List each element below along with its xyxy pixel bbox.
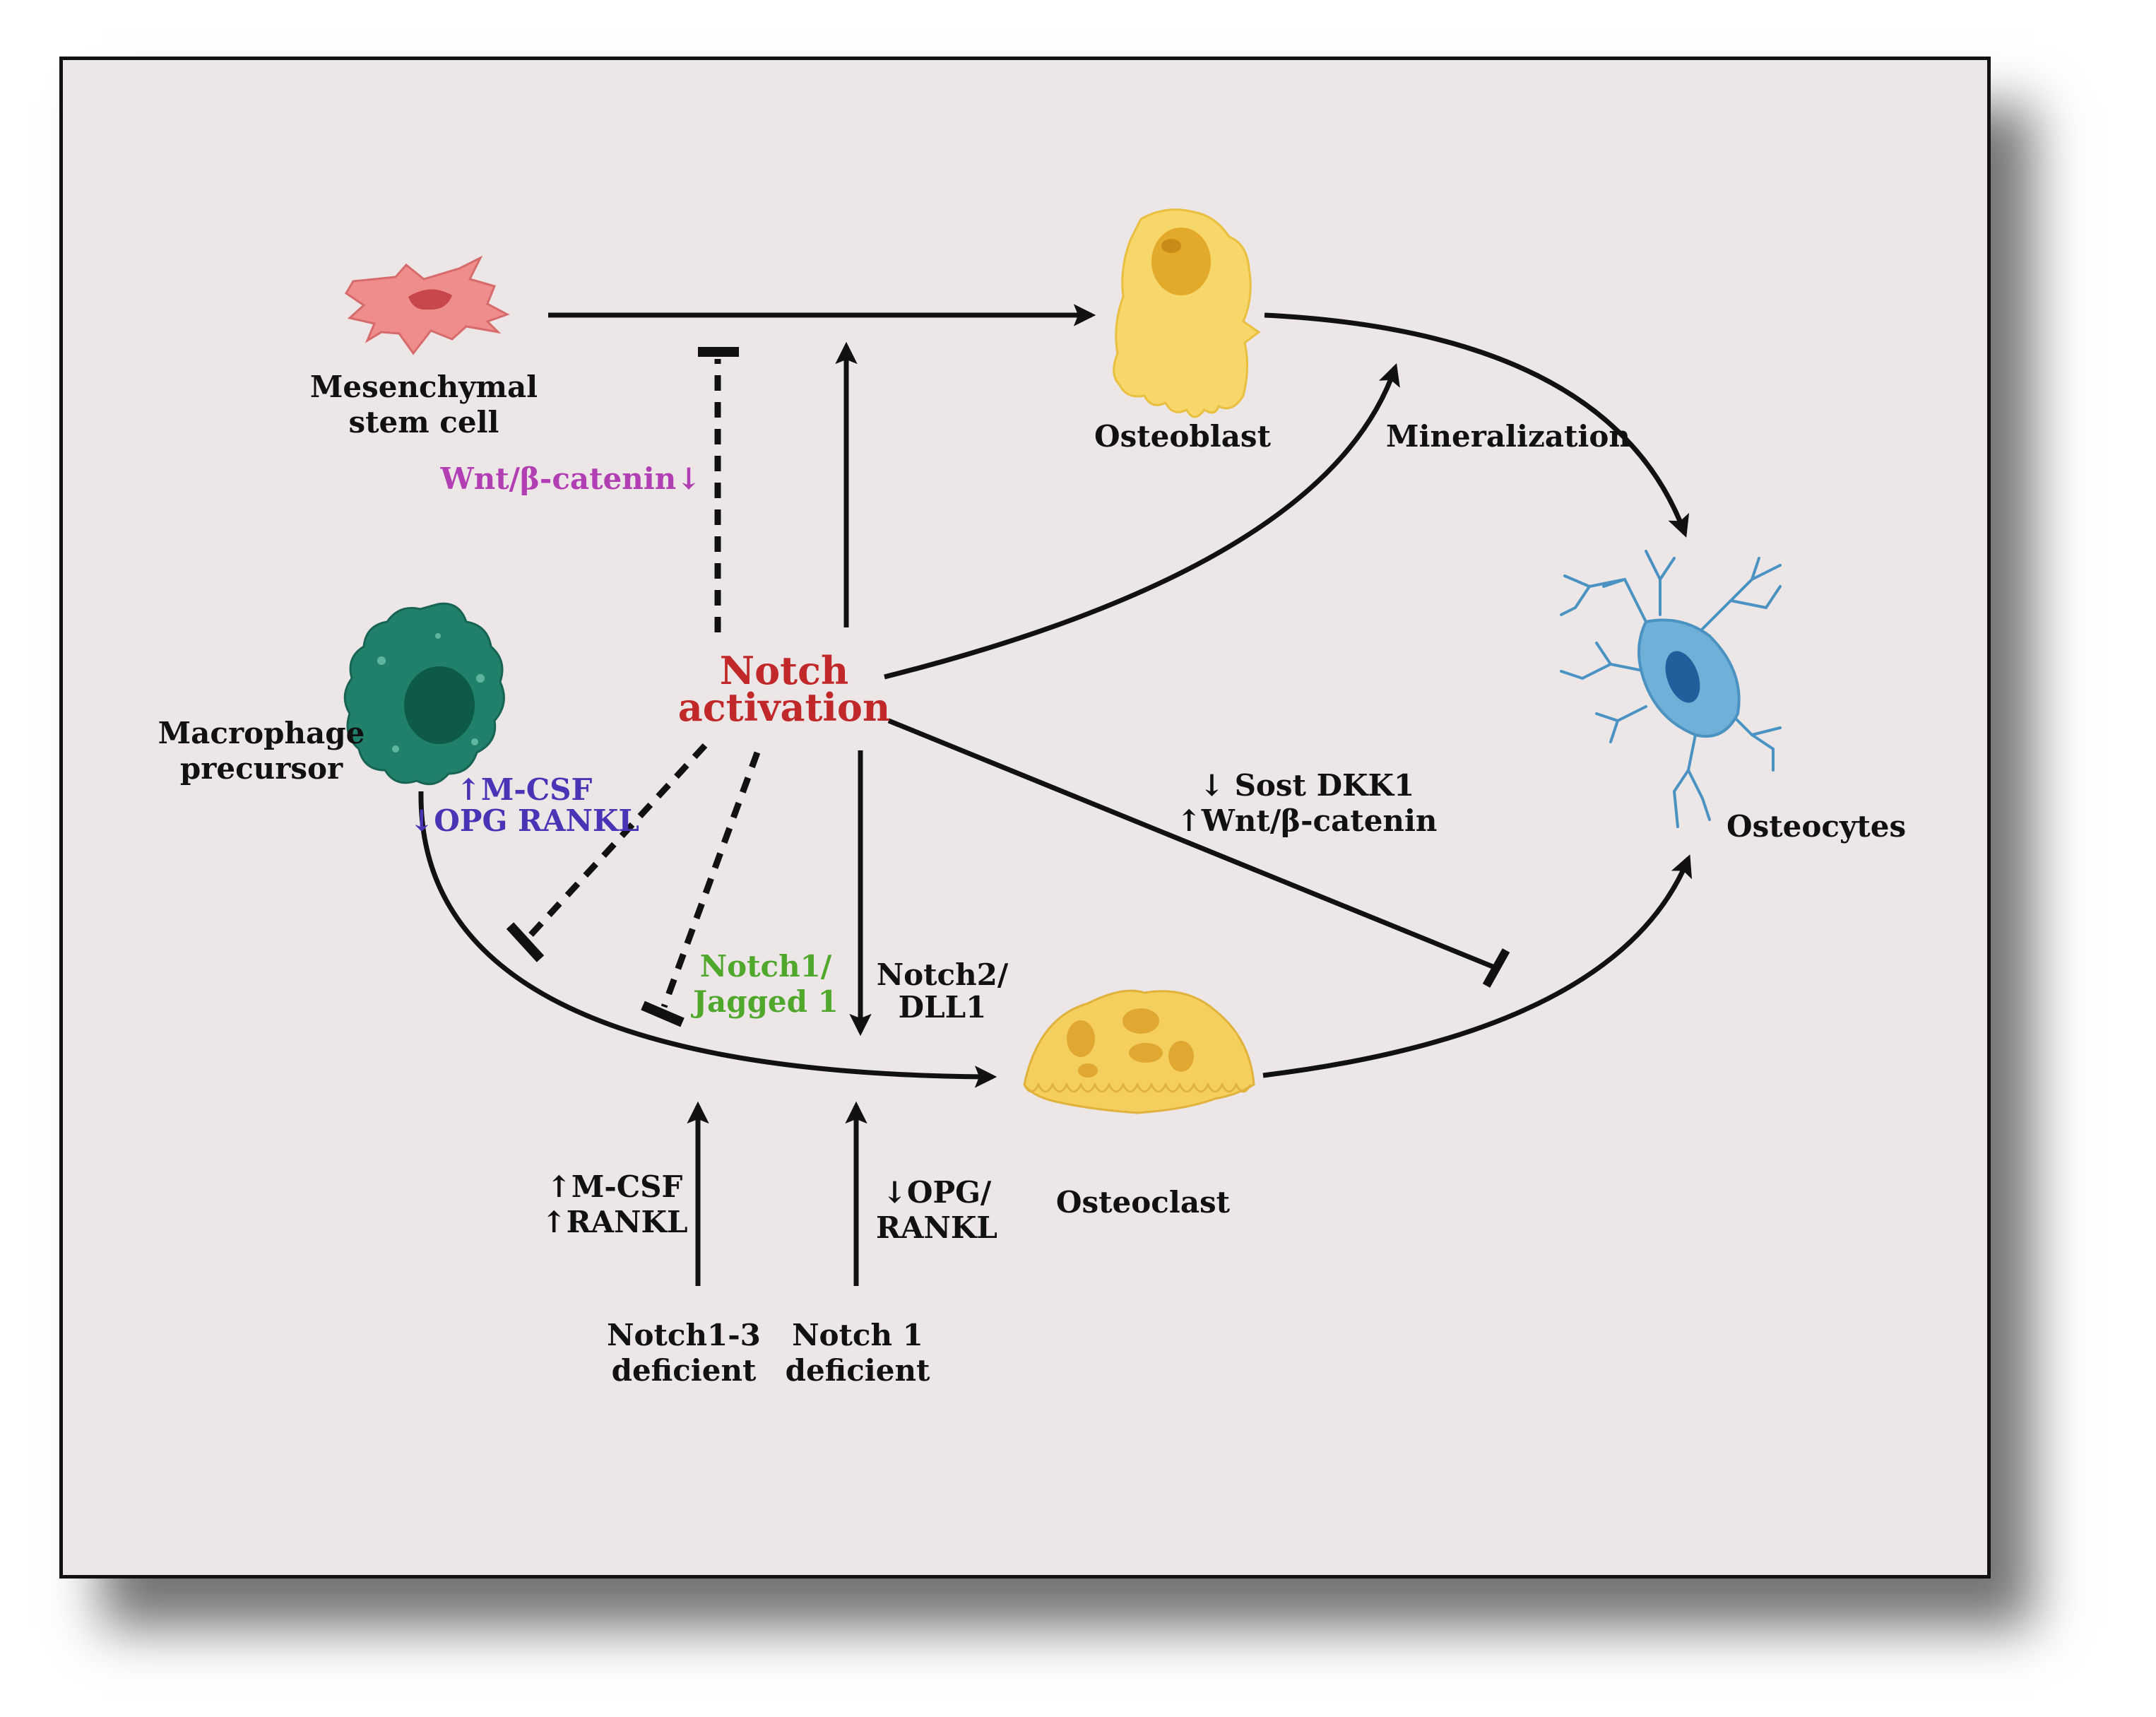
notch-jagged-inhibition-line xyxy=(661,751,761,1008)
mcsf-rankl-label-line2: ↑RANKL xyxy=(541,1205,687,1239)
opg-rankl-label-line2: RANKL xyxy=(876,1210,997,1245)
notch13-deficient-label-line1: Notch1-3 xyxy=(607,1318,761,1352)
notch-sost-inhibition-bar xyxy=(1482,948,1510,988)
mcsf-rankl-label-line1: ↑M-CSF xyxy=(547,1169,683,1204)
notch-mcsf-inhibition-bar xyxy=(506,922,545,962)
notch-activation-line2: activation xyxy=(678,685,890,730)
osteoblast-label: Osteoblast xyxy=(1094,419,1272,454)
mesenchymal-stem-cell-icon xyxy=(344,255,510,355)
notch2-dll1-label-line1: Notch2/ xyxy=(877,957,1009,992)
mineralization-label: Mineralization xyxy=(1386,419,1630,454)
osteoblast-to-osteocytes-arrow xyxy=(1264,312,1690,538)
notch1-deficient-label-line2: deficient xyxy=(786,1353,930,1388)
osteoclast-label: Osteoclast xyxy=(1056,1185,1231,1220)
wnt-up-label: ↑Wnt/β-catenin xyxy=(1177,803,1438,838)
notch-mcsf-inhibition-line xyxy=(523,743,708,943)
notch1-jagged-label-line1: Notch1/ xyxy=(700,949,832,984)
opg-rankl-down-label: ↓OPG RANKL xyxy=(409,803,639,838)
osteoclast-icon xyxy=(1023,989,1255,1114)
notch1-deficient-label-line1: Notch 1 xyxy=(792,1318,923,1352)
opg-rankl-label-line1: ↓OPG/ xyxy=(882,1175,992,1210)
osteoclast-to-osteocytes-arrow xyxy=(1262,854,1693,1078)
macrophage-icon xyxy=(343,602,505,786)
mcsf-up-label: ↑M-CSF xyxy=(456,772,593,807)
macrophage-to-osteoclast-arrow xyxy=(418,791,997,1088)
sost-dkk1-label: ↓ Sost DKK1 xyxy=(1200,768,1414,803)
notch1-jagged-label-line2: Jagged 1 xyxy=(690,984,839,1019)
osteocyte-icon xyxy=(1560,550,1782,828)
osteoblast-icon xyxy=(1113,208,1261,418)
wnt-down-label: Wnt/β-catenin↓ xyxy=(440,461,701,496)
notch-jagged-inhibition-bar xyxy=(641,1001,685,1027)
macrophage-label-line2: precursor xyxy=(180,751,343,786)
osteocytes-label: Osteocytes xyxy=(1726,809,1906,844)
macrophage-label-line1: Macrophage xyxy=(158,716,365,750)
notch-activation-line1: Notch xyxy=(720,648,848,693)
notch13-deficient-label-line2: deficient xyxy=(612,1353,757,1388)
notch-to-mineralization-arrow xyxy=(884,363,1400,680)
msc-label-line1: Mesenchymal xyxy=(310,370,538,404)
msc-label-line2: stem cell xyxy=(348,405,499,439)
notch-sost-inhibition-line xyxy=(887,718,1498,971)
notch2-dll1-label-line2: DLL1 xyxy=(899,990,987,1025)
